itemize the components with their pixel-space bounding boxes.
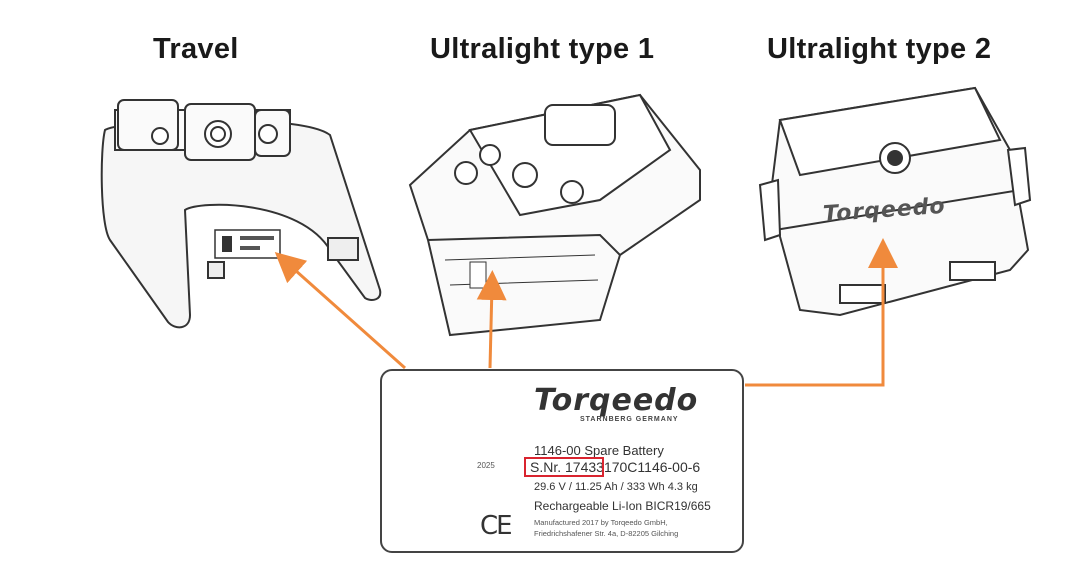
label-manufactured: Manufactured 2017 by Torqeedo GmbH, bbox=[534, 518, 668, 527]
serial-highlight-box bbox=[524, 457, 604, 477]
heading-ultralight-type-1: Ultralight type 1 bbox=[430, 33, 655, 65]
ultralight2-battery-drawing bbox=[758, 86, 1032, 317]
ce-mark-icon: CE bbox=[480, 511, 513, 541]
label-serial-number: S.Nr. 17433170C1146-00-6 bbox=[530, 459, 701, 475]
travel-battery-drawing bbox=[100, 99, 382, 329]
heading-travel: Travel bbox=[153, 33, 239, 65]
battery-type-label: Torqeedo STARNBERG GERMANY 1146-00 Spare… bbox=[380, 369, 744, 553]
label-brand-subtitle: STARNBERG GERMANY bbox=[580, 416, 679, 423]
pointer-arrows bbox=[274, 238, 898, 387]
certification-year: 2025 bbox=[477, 461, 495, 470]
ultralight1-battery-drawing bbox=[408, 93, 701, 337]
label-address: Friedrichshafener Str. 4a, D-82205 Gilch… bbox=[534, 529, 679, 538]
arrow-to-ultralight1 bbox=[476, 270, 507, 369]
heading-ultralight-type-2: Ultralight type 2 bbox=[767, 33, 992, 65]
label-brand-logo: Torqeedo bbox=[534, 383, 699, 418]
arrow-to-ultralight2 bbox=[745, 238, 898, 387]
label-specs: 29.6 V / 11.25 Ah / 333 Wh 4.3 kg bbox=[534, 481, 698, 493]
arrow-to-travel bbox=[274, 252, 406, 370]
label-product-line: 1146-00 Spare Battery bbox=[534, 443, 664, 458]
label-cell-type: Rechargeable Li-Ion BICR19/665 bbox=[534, 499, 711, 513]
